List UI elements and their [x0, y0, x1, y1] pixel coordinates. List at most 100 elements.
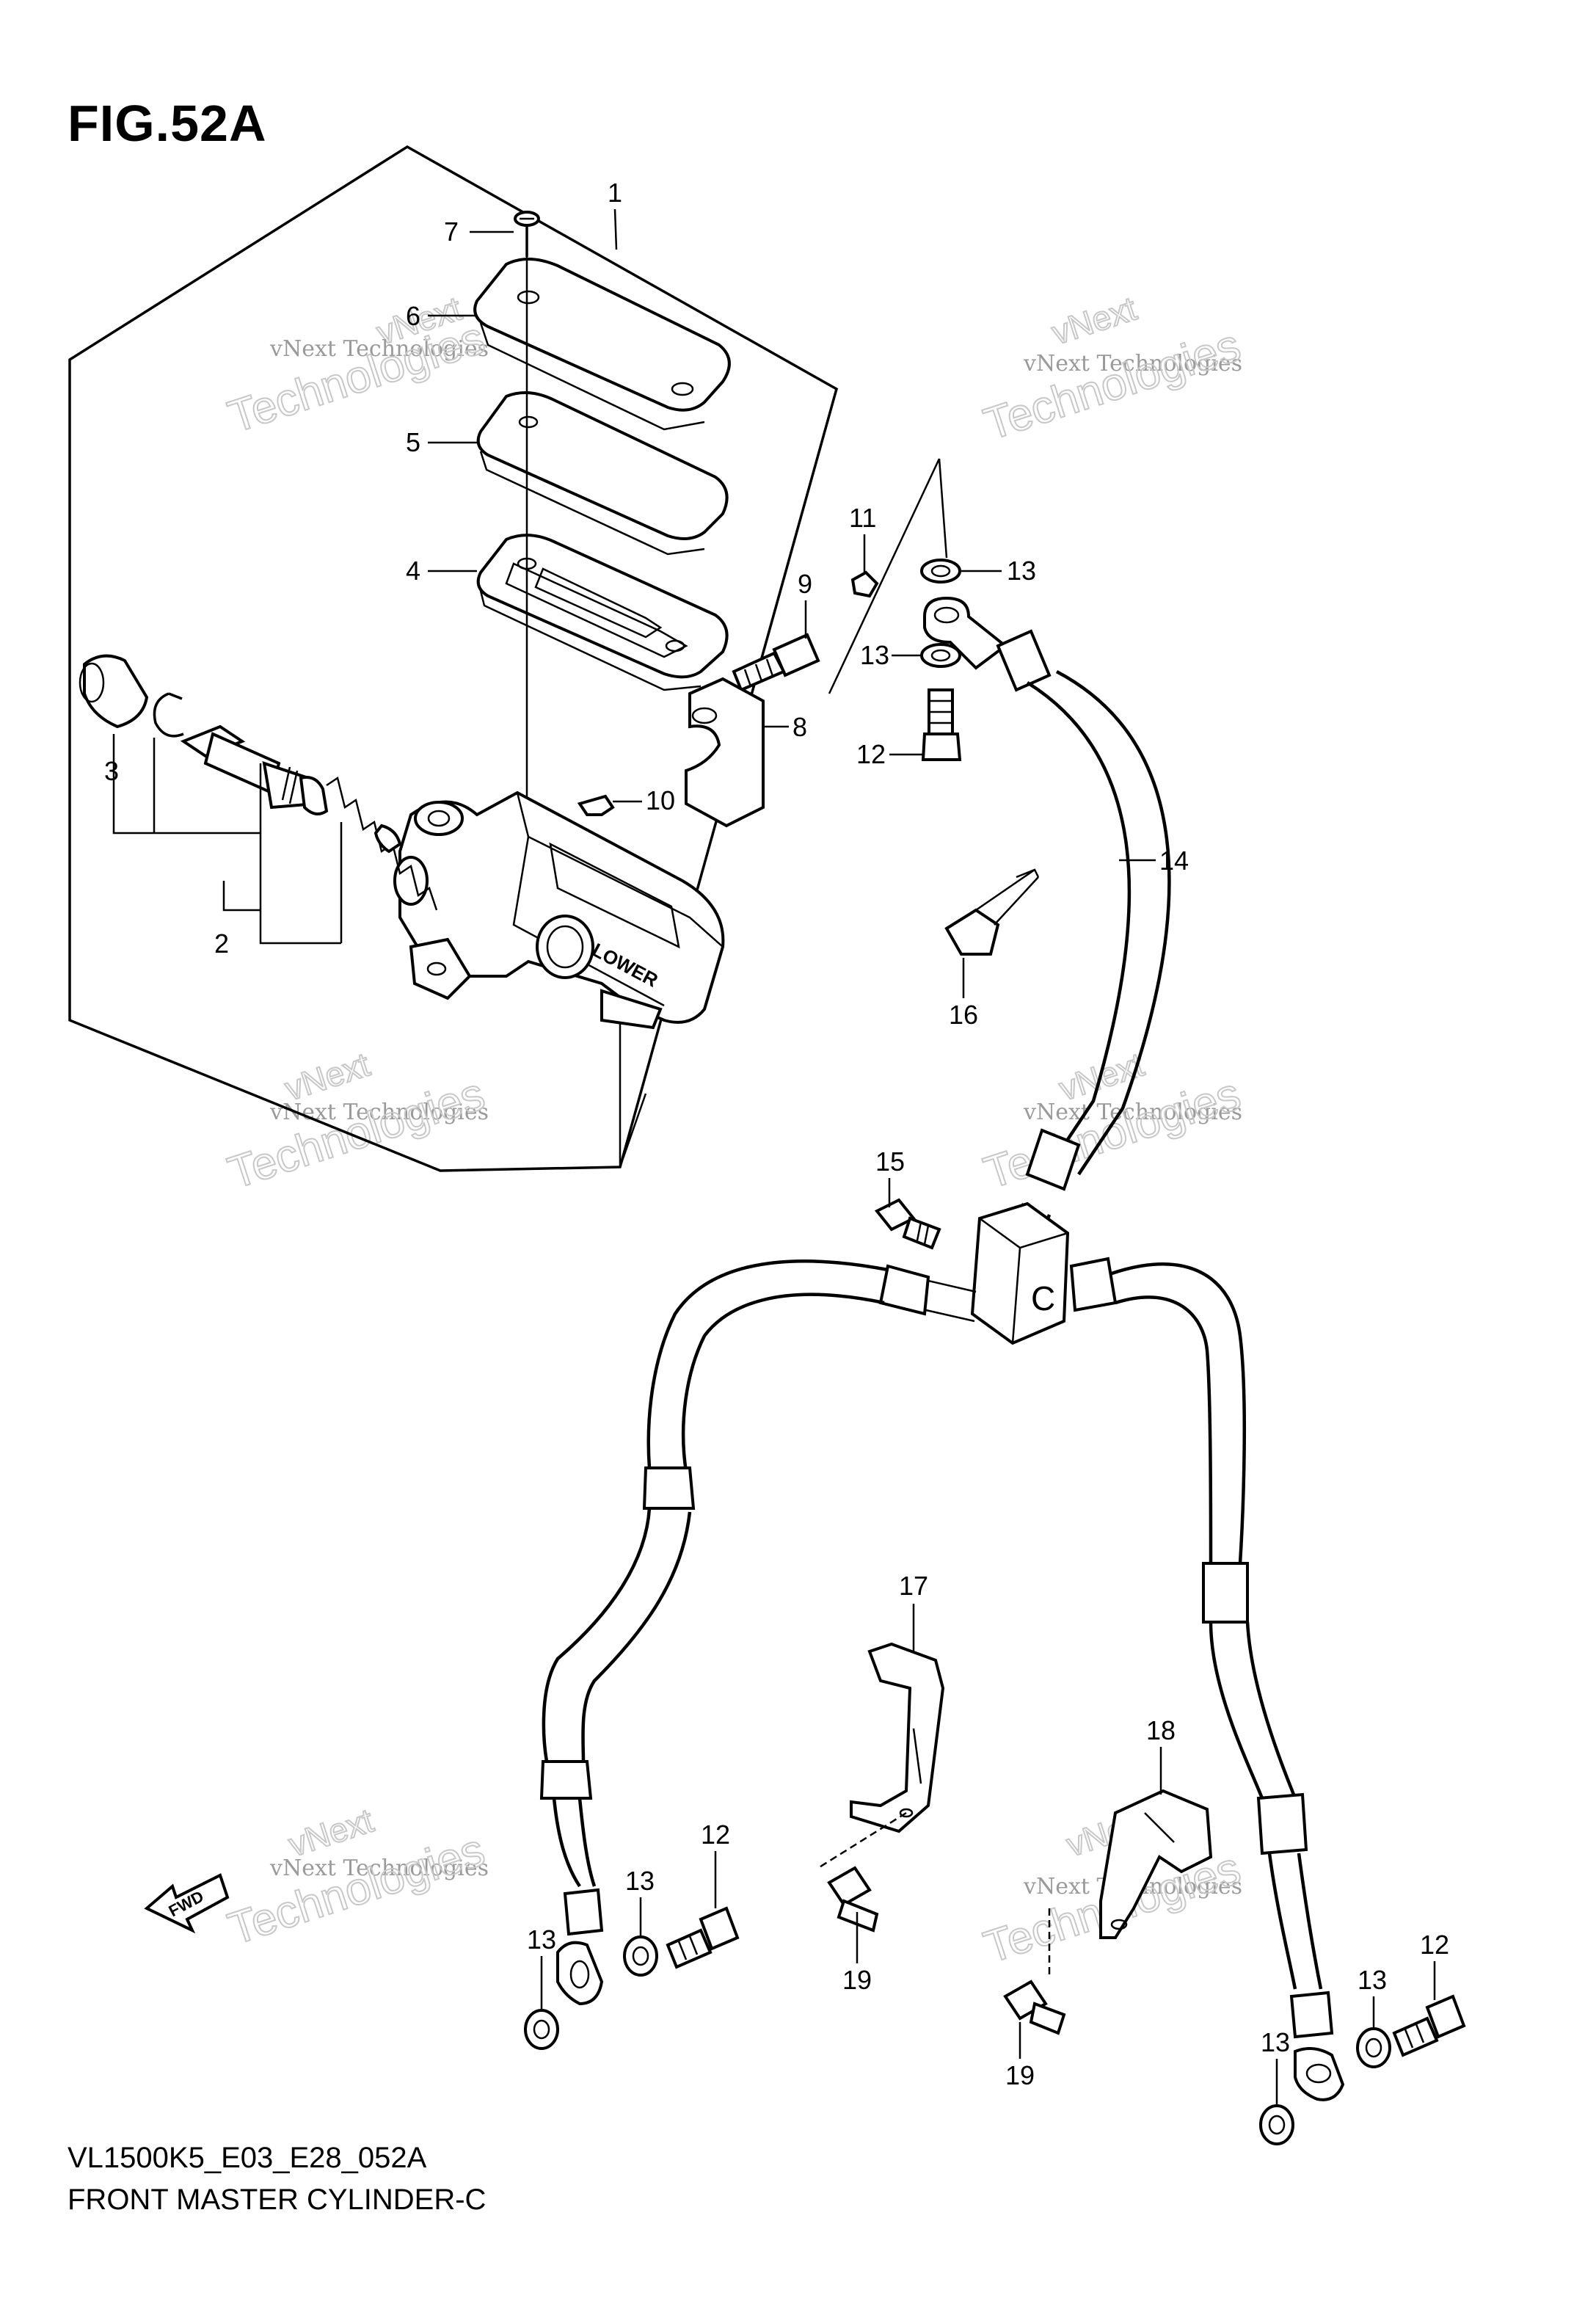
washer-part-13 — [920, 559, 961, 584]
watermark-vnext: vNext — [284, 1801, 378, 1864]
watermark-text: vNext Technologies — [1023, 1099, 1242, 1125]
callout-13: 13 — [1261, 2027, 1290, 2057]
washer-part-13 — [920, 643, 961, 668]
callout-13: 13 — [1007, 556, 1036, 586]
frame-leader — [619, 1093, 647, 1168]
callout-12: 12 — [1420, 1930, 1449, 1960]
watermark-group-top-left: vNext vNext Technologies Technologies — [222, 288, 492, 444]
cap-hole — [517, 290, 540, 305]
joint-mark: C — [1031, 1279, 1055, 1317]
washer-part-13 — [1356, 2027, 1391, 2068]
master-cylinder-body: LOWER — [393, 790, 725, 1030]
callout-13: 13 — [1358, 1965, 1387, 1995]
watermark-group-bottom-left: vNext vNext Technologies Technologies — [222, 1800, 492, 1956]
diaphragm-inner — [534, 567, 663, 639]
callout-19: 19 — [842, 1965, 872, 1995]
watermark-text: vNext Technologies — [269, 1099, 489, 1125]
callout-5: 5 — [406, 427, 420, 457]
dash-guide — [938, 458, 948, 559]
piston-part-2 — [180, 724, 438, 911]
watermark-vnext: vNext — [1047, 289, 1141, 352]
bolt-part-15 — [874, 1198, 941, 1250]
washer-hole — [1365, 2037, 1382, 2058]
bolt-part-9 — [732, 633, 820, 692]
plate-part-5 — [476, 391, 729, 540]
circlip — [153, 692, 184, 738]
figure-name: FRONT MASTER CYLINDER-C — [68, 2184, 487, 2216]
boot-part-3 — [79, 654, 149, 729]
grommet-part-16 — [944, 868, 1040, 956]
washer-hole — [533, 2019, 550, 2040]
bolt-part-19b — [1003, 1980, 1066, 2035]
diaphragm-hole — [665, 639, 685, 652]
clip-part-10 — [577, 794, 615, 816]
fwd-arrow-icon: FWD — [144, 1873, 230, 1934]
screw-part-7 — [514, 211, 540, 257]
clamp-part-8 — [685, 677, 765, 828]
plate-hole — [518, 415, 539, 429]
watermark-technologies: Technologies — [978, 320, 1247, 450]
washer-part-13 — [524, 2009, 559, 2050]
callout-9: 9 — [798, 569, 812, 599]
callout-16: 16 — [949, 1000, 978, 1030]
assembly-frame — [68, 145, 839, 1172]
callout-7: 7 — [444, 217, 459, 247]
figure-code: VL1500K5_E03_E28_052A — [68, 2142, 427, 2174]
watermark-vnext: vNext — [280, 1045, 374, 1108]
bracket-2 — [222, 881, 260, 912]
union-bolt-part-12-right — [1392, 1994, 1466, 2057]
callout-15: 15 — [875, 1146, 905, 1177]
washer-hole — [930, 564, 951, 578]
dash-guide — [828, 458, 941, 694]
watermark-group-top-right: vNext vNext Technologies Technologies — [977, 288, 1247, 451]
brake-hose-right — [1069, 1257, 1345, 2101]
callout-17: 17 — [899, 1571, 928, 1601]
callout-14: 14 — [1159, 846, 1189, 876]
watermark-text: vNext Technologies — [269, 1855, 489, 1881]
washer-hole — [632, 1946, 649, 1966]
washer-part-13 — [1259, 2104, 1294, 2145]
bracket-part-18 — [1099, 1789, 1213, 1939]
callout-19: 19 — [1005, 2060, 1035, 2090]
bracket-2 — [112, 800, 260, 835]
nut-part-11 — [850, 570, 879, 598]
plate-edge — [479, 451, 705, 556]
cap-hole — [671, 382, 694, 396]
callout-3: 3 — [104, 756, 119, 786]
callout-13: 13 — [860, 640, 889, 670]
banjo-fitting-top — [923, 596, 1008, 670]
bracket-2 — [259, 910, 341, 945]
three-way-joint: C — [970, 1202, 1070, 1345]
watermark-text: vNext Technologies — [1023, 351, 1242, 377]
dash-guide — [817, 1811, 907, 1869]
figure-title: FIG.52A — [68, 95, 267, 152]
callout-11: 11 — [849, 503, 876, 533]
diaphragm-edge — [479, 590, 702, 691]
reservoir-cap-edge — [479, 322, 705, 431]
bracket-part-17 — [850, 1642, 945, 1833]
callout-8: 8 — [792, 712, 807, 742]
union-bolt-part-12-left — [666, 1906, 740, 1969]
reservoir-cap-part-6 — [473, 257, 731, 412]
clamp-hole — [691, 707, 718, 724]
bolt-part-19a — [827, 1866, 879, 1933]
washer-hole — [930, 649, 951, 662]
watermark-text: vNext Technologies — [269, 336, 489, 362]
callout-12: 12 — [856, 739, 886, 769]
washer-part-13 — [623, 1935, 658, 1977]
callout-13: 13 — [625, 1866, 655, 1896]
watermark-technologies: Technologies — [222, 313, 491, 443]
watermark-technologies: Technologies — [222, 1069, 491, 1199]
watermark-group-mid-left: vNext vNext Technologies Technologies — [222, 1044, 492, 1200]
callout-2: 2 — [214, 928, 229, 959]
hose-part-14 — [996, 629, 1171, 1248]
callout-10: 10 — [646, 785, 675, 815]
callout-18: 18 — [1146, 1715, 1176, 1745]
banjo-hole — [933, 606, 960, 624]
callout-1: 1 — [608, 178, 622, 208]
union-bolt-part-12 — [921, 688, 962, 761]
callouts: 1 7 6 5 4 9 8 10 3 2 11 13 13 12 — [104, 178, 1449, 2105]
callout-6: 6 — [406, 301, 420, 331]
